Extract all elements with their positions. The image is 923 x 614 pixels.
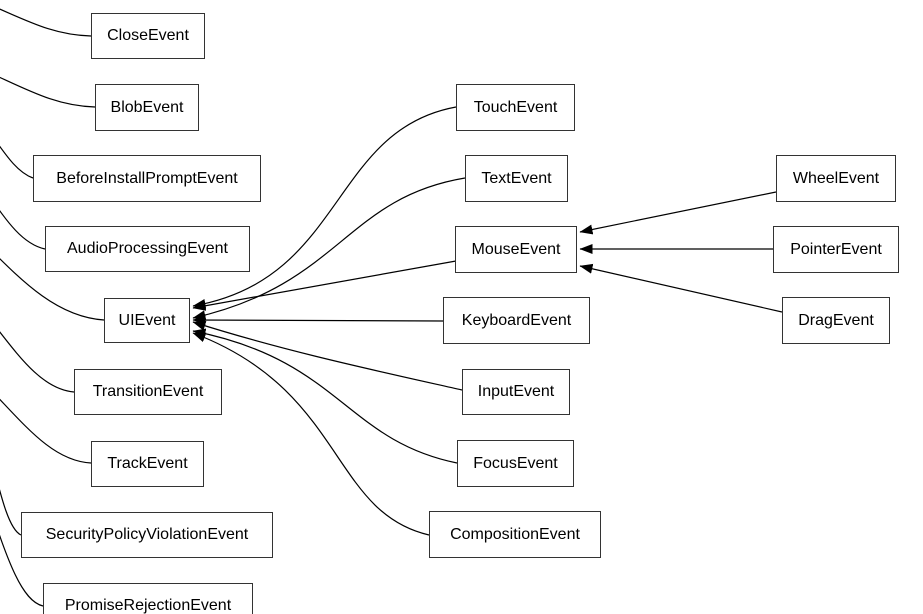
edge-KeyboardEvent-to-UIEvent [192, 315, 444, 326]
node-DragEvent: DragEvent [782, 297, 890, 344]
node-CloseEvent: CloseEvent [91, 13, 205, 59]
edge-BeforeInstallPromptEvent-to-off-canvas-left [0, 145, 34, 179]
edge-CompositionEvent-to-UIEvent [192, 332, 430, 536]
node-TextEvent: TextEvent [465, 155, 568, 202]
node-PointerEvent: PointerEvent [773, 226, 899, 273]
node-KeyboardEvent: KeyboardEvent [443, 297, 590, 344]
node-TouchEvent: TouchEvent [456, 84, 575, 131]
edge-SecurityPolicyViolationEvent-to-off-canvas-left [0, 489, 22, 536]
edge-WheelEvent-to-MouseEvent [579, 191, 777, 235]
edge-TextEvent-to-UIEvent [192, 177, 466, 321]
node-FocusEvent: FocusEvent [457, 440, 574, 487]
edge-InputEvent-to-UIEvent [192, 321, 463, 391]
edge-PromiseRejectionEvent-to-off-canvas-left [0, 534, 44, 607]
node-BlobEvent: BlobEvent [95, 84, 199, 131]
node-TransitionEvent: TransitionEvent [74, 369, 222, 415]
edge-MouseEvent-to-UIEvent [192, 260, 457, 311]
node-SecurityPolicyViolationEvent: SecurityPolicyViolationEvent [21, 512, 273, 558]
edge-TouchEvent-to-UIEvent [192, 106, 457, 309]
edge-BlobEvent-to-off-canvas-left [0, 76, 96, 108]
node-CompositionEvent: CompositionEvent [429, 511, 601, 558]
edge-UIEvent-to-off-canvas-left [0, 258, 105, 321]
edge-FocusEvent-to-UIEvent [192, 328, 458, 464]
node-PromiseRejectionEvent: PromiseRejectionEvent [43, 583, 253, 614]
node-InputEvent: InputEvent [462, 369, 570, 415]
node-TrackEvent: TrackEvent [91, 441, 204, 487]
node-MouseEvent: MouseEvent [455, 226, 577, 273]
node-AudioProcessingEvent: AudioProcessingEvent [45, 226, 250, 272]
edge-DragEvent-to-MouseEvent [579, 263, 783, 313]
node-BeforeInstallPromptEvent: BeforeInstallPromptEvent [33, 155, 261, 202]
node-WheelEvent: WheelEvent [776, 155, 896, 202]
node-UIEvent: UIEvent [104, 298, 190, 343]
edge-AudioProcessingEvent-to-off-canvas-left [0, 210, 46, 250]
edge-TrackEvent-to-off-canvas-left [0, 398, 92, 464]
edge-CloseEvent-to-off-canvas-left [0, 8, 92, 37]
edge-TransitionEvent-to-off-canvas-left [0, 331, 75, 393]
